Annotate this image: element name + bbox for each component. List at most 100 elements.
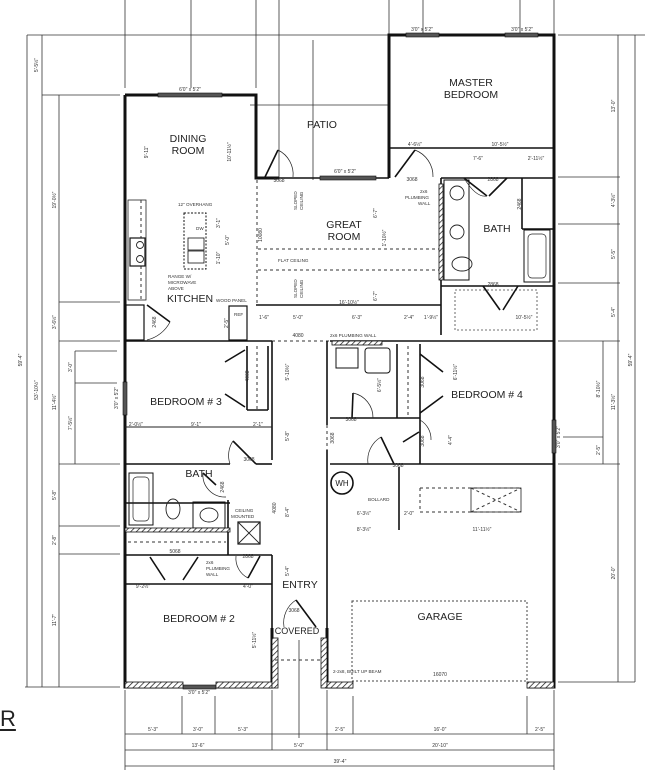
patio-window (319, 175, 377, 181)
svg-text:4'-3½": 4'-3½" (610, 193, 617, 207)
master-window-right (504, 32, 539, 38)
svg-text:20'-0": 20'-0" (611, 566, 617, 579)
svg-text:2868: 2868 (242, 554, 253, 560)
svg-text:BOLLARD: BOLLARD (368, 497, 390, 502)
interior-walls (124, 147, 554, 682)
svg-text:5'-8": 5'-8" (52, 490, 58, 500)
svg-text:2x6: 2x6 (420, 189, 428, 194)
svg-text:2868: 2868 (487, 282, 498, 288)
svg-text:3068: 3068 (243, 457, 254, 463)
svg-text:5'-8": 5'-8" (285, 431, 291, 441)
svg-text:10'-5½": 10'-5½" (492, 141, 509, 148)
bed4-window (551, 419, 557, 454)
svg-text:3068: 3068 (273, 178, 284, 184)
svg-text:2'-4": 2'-4" (404, 315, 414, 321)
svg-text:4080: 4080 (292, 333, 303, 339)
room-label-hall-bath: BATH (185, 468, 212, 480)
svg-text:PLUMBING: PLUMBING (405, 195, 429, 200)
svg-text:3068: 3068 (288, 608, 299, 614)
svg-text:39'-4": 39'-4" (334, 759, 347, 765)
svg-text:9'-11": 9'-11" (144, 146, 150, 159)
svg-text:53'-10½": 53'-10½" (33, 380, 40, 400)
svg-text:2'-5": 2'-5" (596, 445, 602, 455)
water-heater (330, 471, 354, 495)
room-label-garage: GARAGE (418, 611, 463, 623)
svg-text:3'-0": 3'-0" (68, 362, 74, 372)
svg-text:2468: 2468 (517, 198, 523, 209)
dining-window (157, 92, 223, 98)
bed2-window (182, 684, 217, 690)
svg-text:5'-5½": 5'-5½" (33, 58, 40, 72)
svg-text:ROOM: ROOM (172, 145, 205, 157)
svg-text:5'-5": 5'-5" (611, 249, 617, 259)
svg-text:8'-10½": 8'-10½" (595, 380, 602, 397)
svg-text:9'-1": 9'-1" (191, 422, 201, 428)
svg-text:CEILING: CEILING (299, 191, 304, 210)
svg-text:2'-1": 2'-1" (253, 422, 263, 428)
svg-text:5'-4": 5'-4" (611, 307, 617, 317)
room-label-kitchen: KITCHEN (167, 293, 213, 305)
svg-text:11'-3½": 11'-3½" (610, 394, 617, 411)
svg-text:5'-3": 5'-3" (148, 727, 158, 733)
doors (146, 149, 519, 628)
svg-text:4'-6½": 4'-6½" (408, 141, 422, 148)
svg-text:1'-9½": 1'-9½" (424, 314, 438, 321)
sheet-title-fragment: R (0, 706, 16, 731)
svg-text:6'-3": 6'-3" (352, 315, 362, 321)
svg-text:2'-5": 2'-5" (535, 727, 545, 733)
svg-text:ROOM: ROOM (328, 231, 361, 243)
svg-text:6'-7": 6'-7" (373, 208, 379, 218)
svg-text:11'-11½": 11'-11½" (473, 526, 492, 533)
svg-text:2'-0": 2'-0" (404, 511, 414, 517)
svg-text:5'-11½": 5'-11½" (251, 632, 258, 649)
svg-text:2'-0½": 2'-0½" (129, 421, 143, 428)
svg-text:WALL: WALL (206, 572, 219, 577)
room-label-bedroom-2: BEDROOM # 2 (163, 613, 235, 625)
room-label-bedroom-4: BEDROOM # 4 (451, 389, 523, 401)
svg-text:REF: REF (234, 312, 243, 317)
svg-text:4'-4": 4'-4" (448, 435, 454, 445)
svg-text:3068: 3068 (330, 432, 336, 443)
svg-text:16'-0": 16'-0" (434, 727, 447, 733)
svg-text:8'-3½": 8'-3½" (357, 526, 371, 533)
svg-text:CEILING: CEILING (299, 279, 304, 298)
room-label-bedroom-3: BEDROOM # 3 (150, 396, 222, 408)
svg-text:2468: 2468 (152, 316, 158, 327)
svg-text:6'-7": 6'-7" (373, 291, 379, 301)
svg-text:2x6 PLUMBING WALL: 2x6 PLUMBING WALL (330, 333, 377, 338)
svg-text:ABOVE: ABOVE (168, 286, 184, 291)
svg-text:1'-10½": 1'-10½" (381, 229, 388, 246)
svg-text:16'-10½": 16'-10½" (339, 299, 359, 306)
bed3-window (122, 381, 128, 416)
svg-text:1'-10": 1'-10" (216, 251, 222, 264)
svg-text:20'-10": 20'-10" (432, 743, 448, 749)
svg-text:59'-4": 59'-4" (628, 353, 634, 366)
svg-text:5'-0": 5'-0" (225, 235, 231, 245)
svg-text:7'-5½": 7'-5½" (67, 416, 74, 430)
svg-text:3068: 3068 (420, 435, 426, 446)
svg-text:4068: 4068 (245, 370, 251, 381)
svg-text:3068: 3068 (406, 177, 417, 183)
svg-text:3068: 3068 (420, 376, 426, 387)
svg-text:3'0" x 5'2": 3'0" x 5'2" (188, 690, 210, 696)
svg-text:11'-4½": 11'-4½" (51, 394, 58, 411)
svg-text:7'-6": 7'-6" (473, 156, 483, 162)
svg-text:WALL: WALL (418, 201, 431, 206)
svg-text:12" OVERHANG: 12" OVERHANG (178, 202, 213, 207)
svg-text:MICROWAVE: MICROWAVE (168, 280, 196, 285)
svg-text:3068: 3068 (345, 417, 356, 423)
svg-text:CEILING: CEILING (235, 508, 254, 513)
svg-text:1'-6": 1'-6" (259, 315, 269, 321)
svg-text:3068: 3068 (392, 463, 403, 469)
svg-text:BEDROOM: BEDROOM (444, 89, 498, 101)
room-label-entry: ENTRY (282, 579, 317, 591)
svg-text:5'-4": 5'-4" (285, 566, 291, 576)
svg-text:11'-7": 11'-7" (52, 614, 58, 627)
svg-text:4'-0": 4'-0" (243, 584, 253, 590)
svg-text:19'-0½": 19'-0½" (51, 191, 58, 208)
room-label-covered: COVERED (275, 626, 320, 636)
svg-text:3'0" x 5'2": 3'0" x 5'2" (556, 426, 562, 448)
svg-text:10080: 10080 (258, 228, 264, 242)
dimension-lines (25, 0, 645, 770)
svg-text:5'-10½": 5'-10½" (284, 363, 291, 380)
